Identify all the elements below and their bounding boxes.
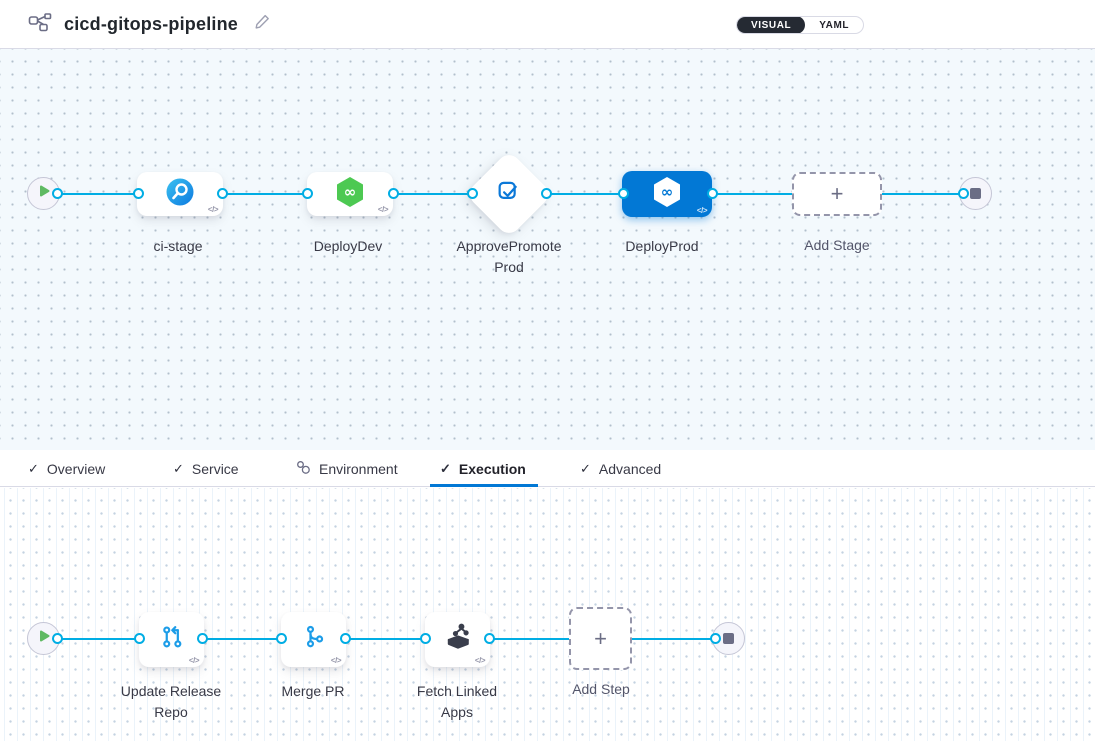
tab-overview[interactable]: ✓ Overview (28, 450, 105, 487)
connector-point[interactable] (541, 188, 552, 199)
connector-line (392, 193, 474, 195)
cd-stage-icon: ∞ (335, 176, 365, 213)
code-icon: </> (207, 205, 219, 214)
play-icon (37, 629, 51, 648)
tab-execution[interactable]: ✓ Execution (430, 450, 538, 487)
stage-node-approvepromoteprod[interactable] (465, 150, 553, 238)
connector-point[interactable] (420, 633, 431, 644)
svg-text:∞: ∞ (661, 183, 674, 201)
play-icon (37, 184, 51, 203)
header: cicd-gitops-pipeline VISUAL YAML (0, 0, 1095, 49)
code-icon: </> (188, 656, 200, 665)
connector-point[interactable] (134, 633, 145, 644)
stage-canvas[interactable] (0, 49, 1095, 450)
connector-point[interactable] (52, 633, 63, 644)
tab-service[interactable]: ✓ Service (173, 450, 239, 487)
connector-point[interactable] (133, 188, 144, 199)
step-label: Fetch Linked Apps (416, 683, 498, 720)
step-node-merge-pr[interactable]: </> (281, 612, 346, 667)
code-icon: </> (330, 656, 342, 665)
code-icon: </> (696, 206, 708, 215)
stage-node-deploydev[interactable]: ∞ </> (307, 172, 393, 216)
stage-label: DeployDev (313, 238, 383, 254)
connector-line (632, 638, 715, 640)
connector-point[interactable] (710, 633, 721, 644)
execution-end-node[interactable] (712, 622, 745, 655)
step-label: Merge PR (281, 683, 345, 699)
pipeline-end-node[interactable] (959, 177, 992, 210)
visual-yaml-toggle: VISUAL YAML (736, 16, 865, 34)
stage-node-ci-stage[interactable]: </> (137, 172, 223, 216)
toggle-visual[interactable]: VISUAL (737, 17, 806, 33)
add-stage-label: Add Stage (804, 237, 870, 253)
environment-icon (296, 460, 311, 478)
plus-icon: + (830, 181, 844, 206)
edit-icon[interactable] (254, 13, 271, 35)
stop-icon (970, 188, 981, 199)
check-icon: ✓ (580, 460, 591, 476)
merge-pr-icon (300, 623, 328, 656)
stage-label: ApprovePromoteProd (456, 238, 562, 275)
stage-label: ci-stage (153, 238, 203, 254)
page-title: cicd-gitops-pipeline (64, 13, 239, 34)
connector-line (345, 638, 427, 640)
stage-label: DeployProd (625, 238, 699, 254)
tab-label: Service (191, 460, 239, 477)
approval-stage-icon (496, 179, 522, 210)
connector-point[interactable] (340, 633, 351, 644)
add-stage-button[interactable]: + (792, 172, 882, 216)
code-icon: </> (474, 656, 486, 665)
connector-line (57, 193, 139, 195)
connector-point[interactable] (467, 188, 478, 199)
add-step-button[interactable]: + (569, 607, 632, 670)
connector-point[interactable] (618, 188, 629, 199)
stage-tabbar: ✓ Overview ✓ Service Environment ✓ Execu… (0, 450, 1095, 487)
tab-environment[interactable]: Environment (296, 450, 398, 487)
connector-line (489, 638, 570, 640)
check-icon: ✓ (173, 460, 184, 476)
connector-point[interactable] (217, 188, 228, 199)
fetch-linked-apps-icon (443, 622, 473, 657)
add-step-label: Add Step (572, 681, 630, 697)
tab-label: Execution (458, 460, 526, 477)
connector-point[interactable] (197, 633, 208, 644)
connector-point[interactable] (52, 188, 63, 199)
tab-advanced[interactable]: ✓ Advanced (580, 450, 661, 487)
check-icon: ✓ (28, 460, 39, 476)
plus-icon: + (594, 625, 607, 651)
step-node-fetch-linked-apps[interactable]: </> (425, 612, 490, 667)
ci-stage-icon (165, 177, 195, 212)
connector-point[interactable] (484, 633, 495, 644)
connector-line (712, 193, 794, 195)
connector-point[interactable] (958, 188, 969, 199)
connector-point[interactable] (302, 188, 313, 199)
tab-label: Overview (46, 460, 106, 477)
toggle-yaml[interactable]: YAML (819, 19, 850, 31)
svg-text:∞: ∞ (344, 183, 357, 201)
cd-stage-icon: ∞ (652, 176, 682, 213)
tab-label: Advanced (598, 460, 662, 477)
connector-point[interactable] (707, 188, 718, 199)
connector-point[interactable] (276, 633, 287, 644)
step-node-update-release-repo[interactable]: </> (139, 612, 204, 667)
connector-line (222, 193, 309, 195)
code-icon: </> (377, 205, 389, 214)
connector-point[interactable] (388, 188, 399, 199)
connector-line (57, 638, 140, 640)
tab-label: Environment (319, 460, 398, 477)
pipeline-icon (28, 12, 52, 37)
stage-node-deployprod[interactable]: ∞ </> (622, 171, 712, 217)
step-label: Update Release Repo (120, 683, 222, 720)
check-icon: ✓ (440, 460, 451, 476)
update-release-repo-icon (158, 623, 186, 656)
connector-line (202, 638, 283, 640)
connector-line (546, 193, 624, 195)
stop-icon (723, 633, 734, 644)
connector-line (882, 193, 964, 195)
